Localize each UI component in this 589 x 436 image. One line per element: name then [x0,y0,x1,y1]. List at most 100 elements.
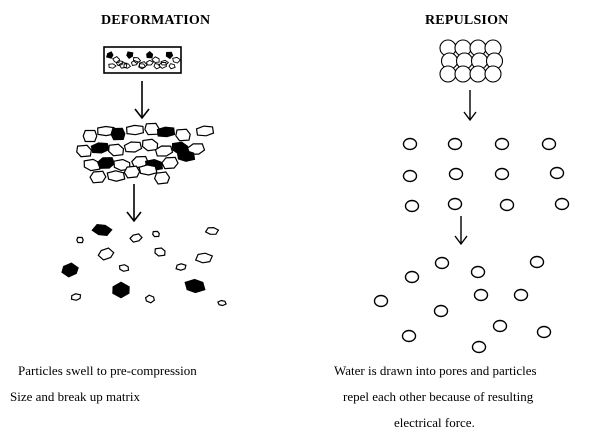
deformation-arrow-1 [134,81,150,120]
tablet-granule [108,63,117,69]
dispersed-particle [204,226,220,235]
repelled-particle [470,265,486,279]
tablet-granule [130,59,139,67]
repelled-particle [471,340,487,354]
swollen-particle [89,170,107,184]
tablet-granule [133,57,142,64]
swollen-particle [76,144,92,158]
swollen-particle [141,138,159,152]
swollen-particle [113,158,131,172]
compressed-tablet [103,46,182,74]
dispersed-particle [70,293,82,301]
dispersed-particle [154,247,166,257]
repelled-particle [373,294,389,308]
swollen-particle-dark [176,150,196,162]
repulsion-caption-line-2: repel each other because of resulting [343,389,534,404]
tablet-granule [151,56,160,63]
tablet-granule [146,59,154,66]
grid-particle [402,169,418,183]
swollen-particle [138,164,158,176]
repulsion-caption-line-1: Water is drawn into pores and particles [334,363,537,378]
dispersed-particle [97,247,115,261]
packed-particle [454,65,472,83]
swollen-particle [97,125,115,137]
repulsion-arrow-1 [463,90,477,122]
dispersed-particles [61,223,227,307]
tablet-granule [153,62,161,70]
dispersed-particle [76,236,84,244]
tablet-granule [168,63,176,70]
repulsion-arrow-2 [454,216,468,246]
swollen-particle [83,158,101,172]
tablet-granule [123,63,132,69]
grid-particle [549,166,565,180]
swollen-particle-dark [96,157,116,169]
swollen-particle-dark [90,142,110,154]
swollen-particle [123,141,143,153]
swollen-particle-dark [110,127,126,141]
dispersed-particle [129,233,143,243]
swollen-particle [153,171,171,185]
dispersed-particle [144,294,155,304]
tablet-granule [106,51,114,59]
deformation-title: DEFORMATION [101,13,211,28]
tablet-granule [139,61,148,68]
separated-particle-grid [402,137,570,213]
dispersed-particle-dark [112,281,130,299]
repelled-particle [434,256,450,270]
packed-particles [439,39,504,83]
deformation-caption-line-2: Size and break up matrix [10,389,140,404]
swollen-particle [123,165,141,179]
tablet-granule [160,59,170,66]
grid-particle [404,199,420,213]
dispersed-particle-dark [91,223,113,237]
repelled-particle [513,288,529,302]
grid-particle [499,198,515,212]
swollen-particle [161,156,179,170]
swollen-particle [195,125,215,137]
dispersed-particle [217,299,227,307]
swollen-particle [107,143,125,157]
dispersed-particle [118,264,130,272]
grid-particle [541,137,557,151]
dispersed-particle-dark [61,262,79,278]
tablet-granule [146,51,154,59]
repelled-particles [373,255,552,354]
grid-particle [494,167,510,181]
tablet-granule [126,51,134,59]
swollen-particle [125,124,145,136]
repelled-particle [473,288,489,302]
grid-particle [447,137,463,151]
repelled-particle [401,329,417,343]
tablet-granule [165,51,174,60]
tablet-granule [138,63,147,70]
grid-particle [447,197,463,211]
swelling-particle-cluster [76,122,215,185]
dispersed-particle [194,252,214,264]
packed-particle [484,65,502,83]
grid-particle [402,137,418,151]
repelled-particle [536,325,552,339]
swollen-particle [106,170,126,182]
swollen-particle [82,129,98,143]
grid-particle [554,197,570,211]
dispersed-particle [175,263,187,271]
repulsion-caption-line-3: electrical force. [394,415,475,430]
packed-particle [439,65,457,83]
tablet-granule [115,60,124,67]
repulsion-title: REPULSION [425,13,509,28]
grid-particle [448,167,464,181]
swollen-particle [154,145,174,157]
packed-particle [469,65,487,83]
swollen-particle [175,128,191,142]
repelled-particle [404,270,420,284]
repelled-particle [529,255,545,269]
tablet-granule [172,56,182,64]
grid-particle [494,137,510,151]
repelled-particle [492,319,508,333]
deformation-caption-line-1: Particles swell to pre-compression [18,363,197,378]
deformation-arrow-2 [126,184,142,223]
repelled-particle [433,304,449,318]
tablet-granule [112,56,120,64]
